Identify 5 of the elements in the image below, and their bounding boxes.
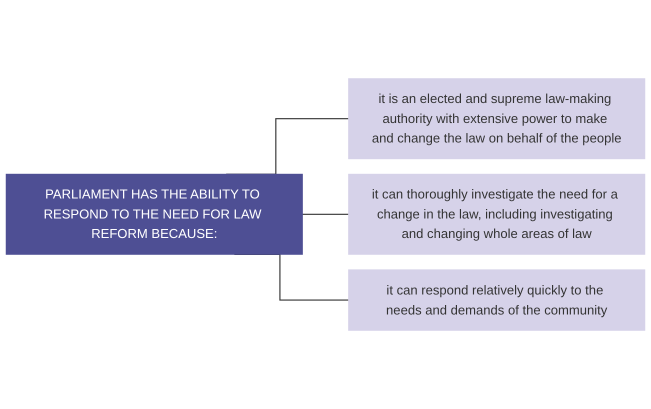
node-box: it can thoroughly investigate the need for a change in the law, including investigating and changing whole areas of law xyxy=(348,174,646,255)
node-box: it is an elected and supreme law-making authority with extensive power to make and change the law on behalf of the people xyxy=(348,78,646,160)
connector xyxy=(302,214,349,215)
node-box: it can respond relatively quickly to the needs and demands of the community xyxy=(348,269,646,331)
node-box: PARLIAMENT HAS THE ABILITY TO RESPOND TO THE NEED FOR LAW REFORM BECAUSE: xyxy=(6,174,303,255)
